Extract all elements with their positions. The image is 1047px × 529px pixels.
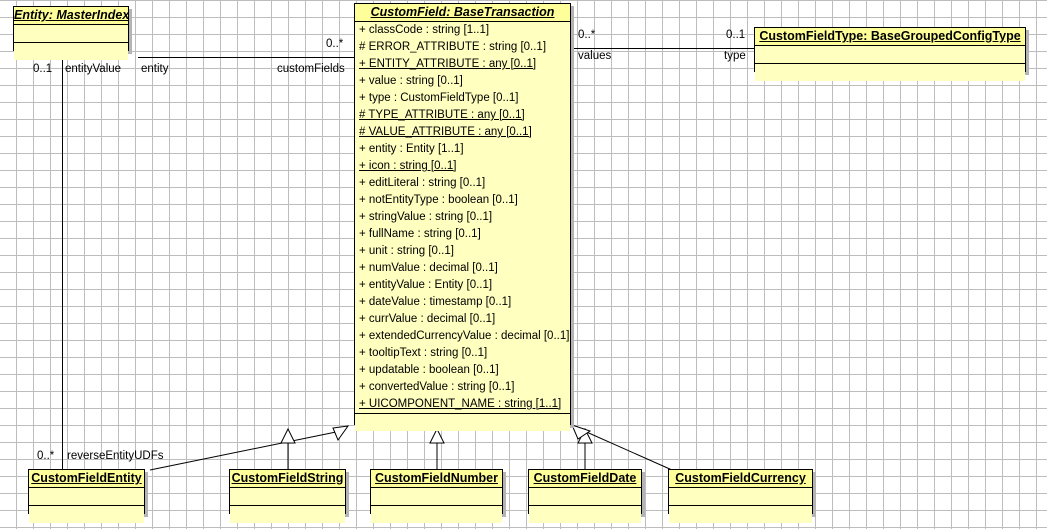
class-attribute-row: # VALUE_ATTRIBUTE : any [0..1] <box>359 126 532 138</box>
label-type-role: type <box>724 50 746 62</box>
gen-arrow-customfieldstring <box>280 427 296 444</box>
class-box-customfieldentity[interactable]: CustomFieldEntity <box>28 469 145 523</box>
label-customfields-role: customFields <box>277 63 345 75</box>
class-operations-customfieldentity <box>29 506 144 523</box>
class-attribute-row: + fullName : string [0..1] <box>359 228 481 240</box>
class-attribute-row: + type : CustomFieldType [0..1] <box>359 92 519 104</box>
class-separator-customfield <box>355 413 570 414</box>
class-attributes-customfielddate <box>529 488 641 505</box>
class-attribute-row: + ENTITY_ATTRIBUTE : any [0..1] <box>359 58 537 70</box>
class-box-customfieldnumber[interactable]: CustomFieldNumber <box>370 469 503 523</box>
class-title-customfieldstring: CustomFieldString <box>230 470 345 488</box>
class-separator-customfielddate <box>529 505 641 506</box>
class-box-customfieldstring[interactable]: CustomFieldString <box>229 469 346 523</box>
class-box-customfieldtype[interactable]: CustomFieldType: BaseGroupedConfigType <box>754 27 1026 81</box>
class-operations-customfieldnumber <box>371 506 502 523</box>
class-attributes-customfieldnumber <box>371 488 502 505</box>
class-title-customfieldtype: CustomFieldType: BaseGroupedConfigType <box>755 28 1025 46</box>
class-separator-customfieldstring <box>230 505 345 506</box>
class-attribute-row: + classCode : string [1..1] <box>359 24 490 36</box>
class-attribute-row: + currValue : decimal [0..1] <box>359 313 496 325</box>
class-separator-customfieldcurrency <box>669 505 812 506</box>
label-reverseentityudfs-role: reverseEntityUDFs <box>67 450 164 462</box>
class-title-customfieldnumber: CustomFieldNumber <box>371 470 502 488</box>
class-box-customfield[interactable]: CustomField: BaseTransaction + classCode… <box>354 3 571 431</box>
class-attribute-row: + icon : string [0..1] <box>359 160 457 172</box>
label-values-role: values <box>578 50 612 62</box>
class-attribute-row: + value : string [0..1] <box>359 75 463 87</box>
label-values-multiplicity: 0..* <box>578 29 596 41</box>
class-title-customfield: CustomField: BaseTransaction <box>355 4 570 22</box>
class-attribute-row: # TYPE_ATTRIBUTE : any [0..1] <box>359 109 525 121</box>
class-attribute-row: + convertedValue : string [0..1] <box>359 381 515 393</box>
class-attributes-customfieldcurrency <box>669 488 812 505</box>
class-attribute-row: + dateValue : timestamp [0..1] <box>359 296 512 308</box>
gen-arrow-customfieldnumber <box>429 427 445 444</box>
label-customfields-multiplicity: 0..* <box>326 38 344 50</box>
class-operations-customfieldcurrency <box>669 506 812 523</box>
class-box-customfielddate[interactable]: CustomFieldDate <box>528 469 642 523</box>
label-entityvalue-multiplicity: 0..1 <box>33 63 53 75</box>
class-attributes-customfield: + classCode : string [1..1] # ERROR_ATTRI… <box>355 22 570 413</box>
class-box-entity[interactable]: Entity: MasterIndex <box>13 6 129 60</box>
gen-arrow-customfielddate <box>577 427 593 444</box>
class-attribute-row: + updatable : boolean [0..1] <box>359 364 499 376</box>
class-attribute-row: # ERROR_ATTRIBUTE : string [0..1] <box>359 41 547 53</box>
class-attribute-row: + entity : Entity [1..1] <box>359 143 464 155</box>
gen-line-customfieldentity <box>149 431 337 471</box>
class-title-customfieldentity: CustomFieldEntity <box>29 470 144 488</box>
class-attributes-entity <box>14 25 128 42</box>
class-attribute-row: + unit : string [0..1] <box>359 245 454 257</box>
class-attribute-row: + notEntityType : boolean [0..1] <box>359 194 518 206</box>
class-title-entity: Entity: MasterIndex <box>14 7 128 25</box>
class-attribute-row: + tooltipText : string [0..1] <box>359 347 488 359</box>
class-attribute-row: + UICOMPONENT_NAME : string [1..1] <box>359 398 562 410</box>
class-separator-customfieldtype <box>755 63 1025 64</box>
class-attributes-customfieldentity <box>29 488 144 505</box>
label-type-multiplicity: 0..1 <box>726 29 746 41</box>
class-title-customfielddate: CustomFieldDate <box>529 470 641 488</box>
class-attribute-row: + editLiteral : string [0..1] <box>359 177 486 189</box>
class-operations-customfielddate <box>529 506 641 523</box>
label-entityvalue-role: entityValue <box>65 63 122 75</box>
gen-line-customfieldcurrency <box>581 429 673 471</box>
gen-arrow-customfieldentity <box>332 425 350 442</box>
class-attribute-row: + numValue : decimal [0..1] <box>359 262 498 274</box>
class-separator-customfieldentity <box>29 505 144 506</box>
class-operations-customfieldstring <box>230 506 345 523</box>
class-separator-customfieldnumber <box>371 505 502 506</box>
class-box-customfieldcurrency[interactable]: CustomFieldCurrency <box>668 469 813 523</box>
class-attribute-row: + stringValue : string [0..1] <box>359 211 493 223</box>
class-operations-entity <box>14 43 128 60</box>
label-entity-role: entity <box>141 63 169 75</box>
class-attribute-row: + entityValue : Entity [0..1] <box>359 279 493 291</box>
class-attributes-customfieldstring <box>230 488 345 505</box>
class-attribute-row: + extendedCurrencyValue : decimal [0..1] <box>359 330 570 342</box>
class-operations-customfieldtype <box>755 64 1025 81</box>
gen-arrow-customfieldcurrency <box>571 424 592 440</box>
label-reverseentityudfs-multiplicity: 0..* <box>37 450 55 462</box>
class-title-customfieldcurrency: CustomFieldCurrency <box>669 470 812 488</box>
class-operations-customfield <box>355 414 570 431</box>
class-separator-entity <box>14 42 128 43</box>
class-attributes-customfieldtype <box>755 46 1025 63</box>
